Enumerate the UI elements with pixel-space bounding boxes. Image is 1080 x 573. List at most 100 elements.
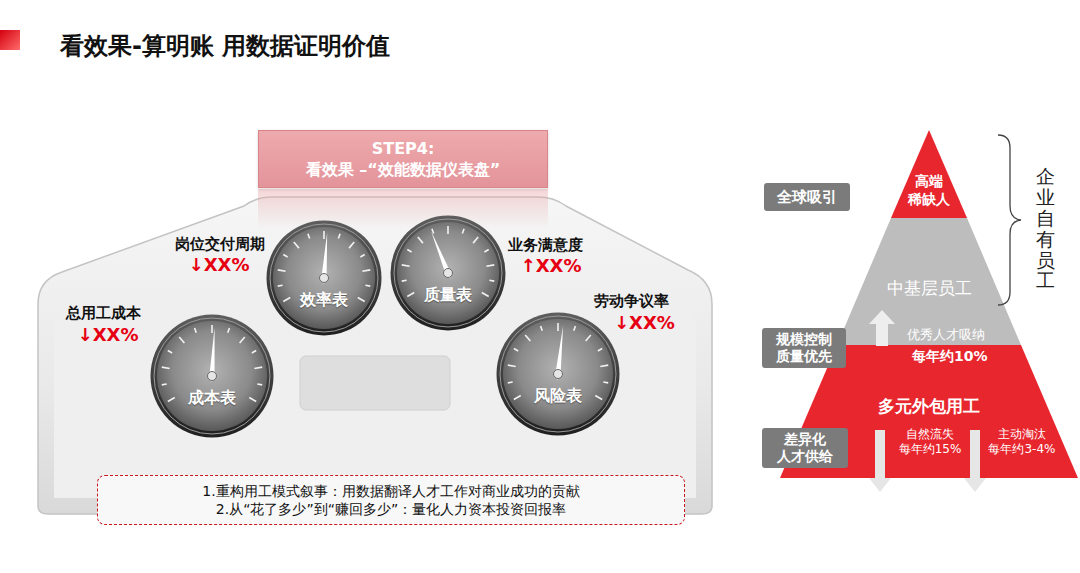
gauge-tick [249,398,256,402]
label-holder: ↓XX% [78,324,139,346]
gauge-tick [473,237,478,243]
title-holder: 看效果-算明账 用数据证明价值 [60,31,390,61]
metric-name: 业务满意度 [508,236,583,254]
flow-rate: 每年约10% [912,348,988,365]
risk-gauge: 风险表 [496,312,620,436]
gauge-tick [278,270,286,271]
gauge-bezel [500,316,616,432]
label-holder: 岗位交付周期 [175,235,265,253]
gauge-tick [252,351,256,354]
banner-reflection [258,189,548,229]
gauge-tick [595,396,602,400]
flow-note: 优秀人才吸纳 [907,327,985,342]
dashboard-panel [54,306,696,498]
label-holder: 企业自有员工 [1036,166,1055,291]
gauge-dial [496,312,620,436]
gauge-bezel [154,318,270,434]
band-label-holder: 高端 稀缺人 [891,172,967,208]
gauge-face [273,227,375,329]
label-holder: 总用工成本 [66,304,141,322]
gauge-tick [574,326,576,331]
metric-name: 总用工成本 [66,304,141,322]
gauge-tick [600,365,608,366]
side-tag: 差异化 人才供给 [762,428,848,468]
gauge-tick [489,279,494,281]
gauge-tick [257,383,262,385]
needle-cap [554,370,563,379]
gauge-tick [508,381,513,383]
gauge-tick [308,234,310,239]
gauge-tick [211,325,213,333]
group-label: 企业自有员工 [1036,166,1055,291]
gauge-tick [338,234,340,239]
note-box: 1.重构用工模式叙事：用数据翻译人才工作对商业成功的贡献2.从“花了多少”到“赚… [97,475,685,525]
gauge-tick [195,328,197,333]
gauge-tick [168,398,175,402]
gauge-tick [525,335,530,341]
band-label-holder: 多元外包用工 [780,396,1078,417]
side-tag-text: 差异化 人才供给 [770,431,840,465]
gauge-tick [349,242,354,248]
label-holder: 劳动争议率 [594,292,669,310]
gauge-tick [283,255,287,258]
flow-note: 自然流失 每年约15% [890,427,970,457]
gauge-label-holder: 质量表 [390,285,506,305]
gauge-tick [514,349,518,352]
needle-cap [320,274,329,283]
gauge-dial [150,314,274,438]
gauge-tick [254,367,262,368]
cost-gauge: 成本表 [150,314,274,438]
label-holder: ↓XX% [189,254,250,276]
dashboard-housing [38,197,712,514]
gauge-tick [179,337,184,343]
gauge-ring [267,221,382,336]
title-marker [0,30,20,50]
band-label: 多元外包用工 [878,396,980,417]
gauge-tick [557,323,559,331]
pyramid-top-band: 高端 稀缺人 [891,130,967,218]
band-fill [891,130,967,218]
band-label-holder: 中基层员工 [837,278,1021,299]
metric-value: ↓XX% [189,254,250,276]
note-text: 1.重构用工模式叙事：用数据翻译人才工作对商业成功的贡献 [202,482,579,500]
label-holder: 优秀人才吸纳 [907,327,985,342]
gauge-ring [391,216,506,331]
gauge-tick [486,265,494,266]
gauge-dial [266,220,382,336]
gauge-tick [402,265,410,266]
gauge-label: 风险表 [534,386,582,406]
gauge-tick [407,293,414,297]
gauge-tick [508,365,516,366]
gauge-tick [418,237,423,243]
side-tag: 规模控制 质量优先 [762,328,846,368]
step-banner: STEP4:看效果 –“效能数据仪表盘” [258,130,548,188]
banner-text: 看效果 –“效能数据仪表盘” [306,159,501,180]
gauge-tick [598,349,602,352]
gauge-tick [360,255,364,258]
side-tag: 全球吸引 [764,183,850,211]
gauge-tick [365,284,370,286]
gauge-face [503,319,613,429]
gauge-tick [283,298,290,302]
side-tag-text: 规模控制 质量优先 [770,331,838,365]
label-holder: 自然流失 每年约15% [890,427,970,457]
gauge-label: 成本表 [188,388,236,408]
gauge-label-holder: 效率表 [266,290,382,310]
banner-text: STEP4: [372,138,435,159]
label-holder: 主动淘汰 每年约3-4% [982,427,1062,457]
flow-note: 主动淘汰 每年约3-4% [982,427,1062,457]
needle-cap [208,372,217,381]
label-holder: ↓XX% [614,312,675,334]
gauge-dial [390,215,506,331]
gauge-label-holder: 成本表 [150,388,274,408]
gauge-tick [482,293,489,297]
metric-value: ↓XX% [78,324,139,346]
metric-name: 岗位交付周期 [175,235,265,253]
gauge-tick [514,396,521,400]
gauge-tick [168,351,172,354]
gauge-tick [447,226,449,234]
gauge-bezel [394,219,502,327]
gauge-label: 质量表 [424,285,472,305]
gauge-tick [362,270,370,271]
gauge-tick [402,279,407,281]
